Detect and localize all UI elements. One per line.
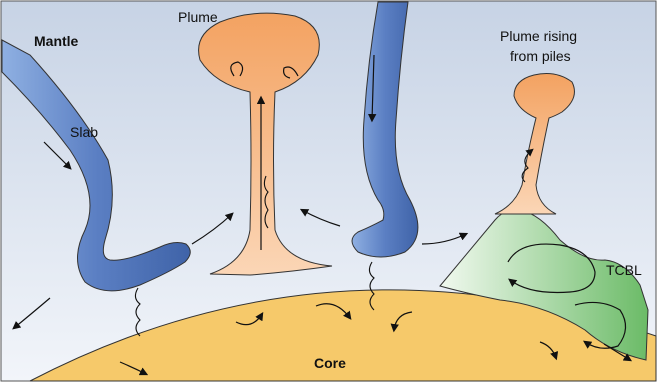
label-core: Core [314, 355, 346, 371]
label-from-piles: from piles [510, 48, 571, 64]
label-mantle: Mantle [34, 33, 79, 49]
label-slab: Slab [70, 124, 98, 140]
label-tcbl: TCBL [606, 262, 642, 278]
label-plume-rising: Plume rising [500, 28, 577, 44]
label-plume: Plume [178, 9, 218, 25]
